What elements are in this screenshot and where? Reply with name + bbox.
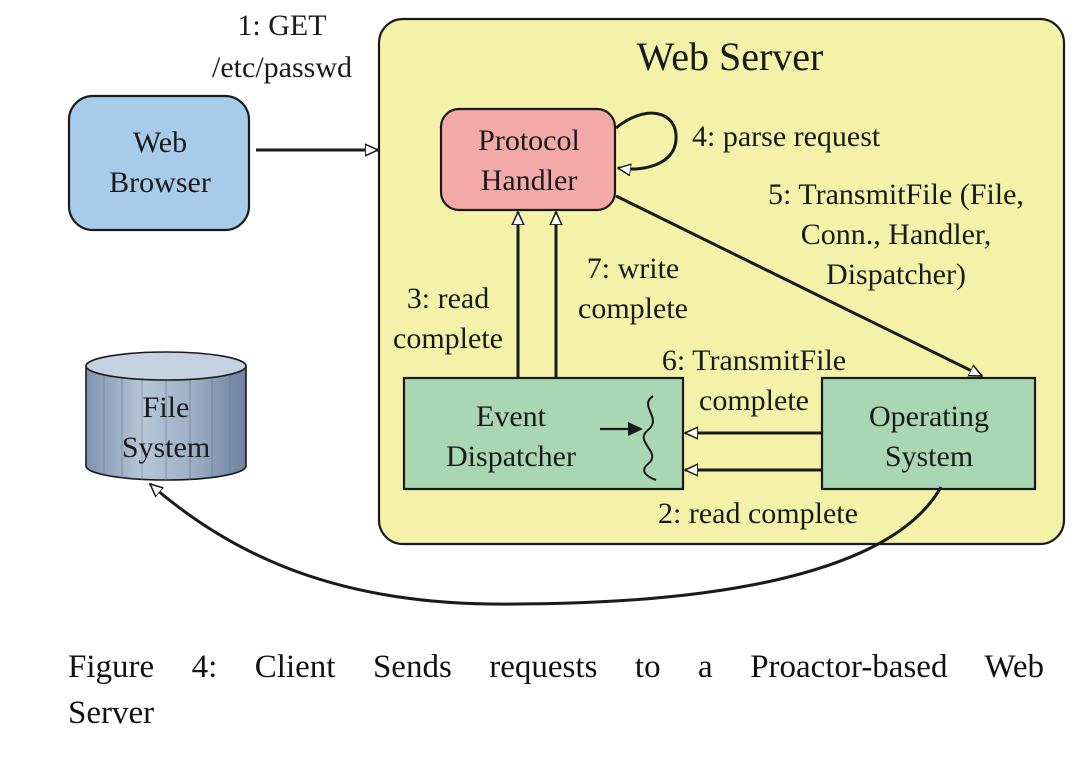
label-step7-line2: complete — [578, 292, 688, 325]
event-dispatcher-label-line2: Dispatcher — [446, 440, 576, 473]
protocol-handler-label-line2: Handler — [481, 164, 578, 197]
figure-caption: Figure 4: Client Sends requests to a Pro… — [68, 644, 1044, 736]
protocol-handler-label-line1: Protocol — [478, 124, 580, 157]
label-step6-line2: complete — [699, 384, 809, 417]
web-browser-box — [67, 94, 251, 232]
event-dispatcher-label-line1: Event — [476, 400, 547, 433]
web-browser-label-line1: Web — [133, 126, 187, 159]
arrow-transmitfile — [615, 194, 982, 378]
arrow-os-to-file-system — [150, 484, 943, 606]
label-step5-line3: Dispatcher) — [826, 258, 966, 291]
label-step1-line1: 1: GET — [237, 9, 326, 42]
label-step3-line1: 3: read — [407, 282, 489, 315]
label-step2: 2: read complete — [658, 497, 858, 530]
operating-system-label-line2: System — [885, 440, 973, 473]
arrow-parse-request-loop — [615, 111, 678, 169]
label-step6-line1: 6: TransmitFile — [662, 344, 846, 377]
label-step1-line2: /etc/passwd — [212, 51, 352, 84]
protocol-handler-box — [439, 107, 617, 212]
file-system-label-line1: File — [143, 391, 190, 424]
label-step7-line1: 7: write — [587, 252, 679, 285]
file-system-cylinder — [85, 351, 247, 481]
file-system-label-line2: System — [122, 431, 210, 464]
event-dispatcher-box — [402, 376, 685, 491]
label-step4: 4: parse request — [692, 120, 881, 153]
operating-system-box — [820, 376, 1037, 491]
caption-line2: Server — [68, 695, 155, 731]
caption-line1: Figure 4: Client Sends requests to a Pro… — [68, 649, 1044, 685]
web-browser-label-line2: Browser — [109, 166, 211, 199]
label-step3-line2: complete — [393, 322, 503, 355]
label-step5-line1: 5: TransmitFile (File, — [768, 178, 1024, 211]
web-server-title: Web Server — [637, 34, 824, 79]
operating-system-label-line1: Operating — [869, 400, 989, 433]
thread-of-control-icon — [600, 395, 657, 481]
label-step5-line2: Conn., Handler, — [801, 218, 991, 251]
